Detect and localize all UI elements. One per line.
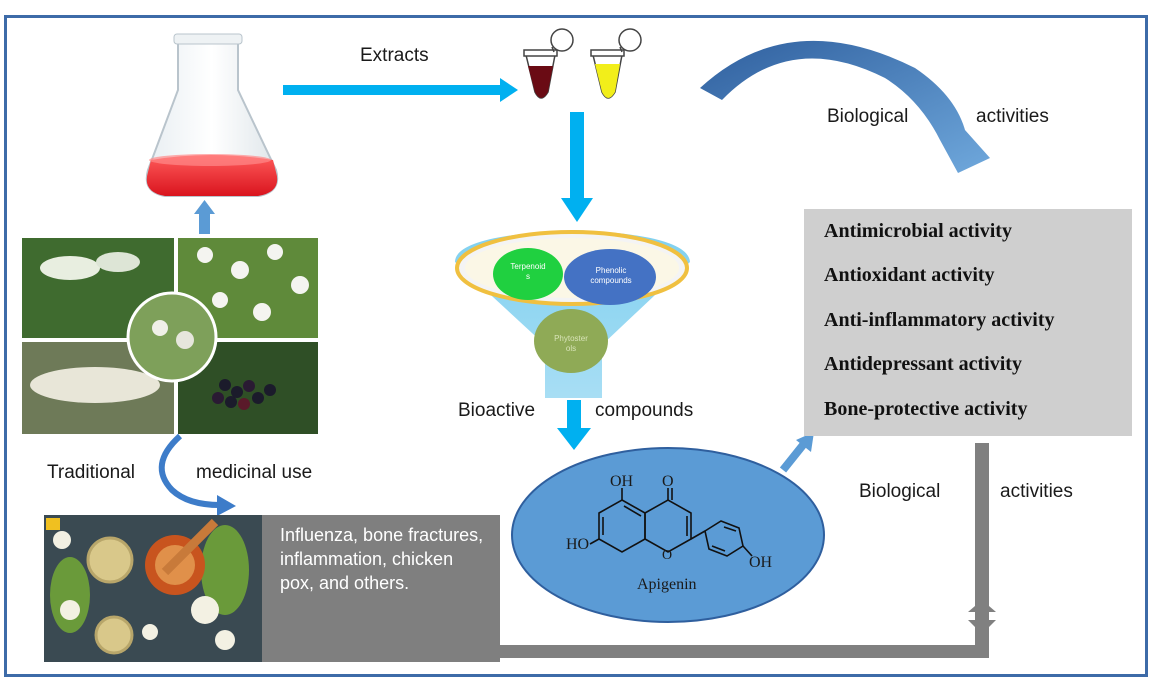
molecule-name: Apigenin — [637, 576, 697, 593]
molecule-o-top: O — [662, 473, 674, 490]
herbal-remedies-photo — [44, 515, 262, 662]
extracts-label: Extracts — [360, 45, 429, 66]
arrow-plants-to-flask — [194, 200, 215, 234]
arrow-apigenin-to-activities — [779, 432, 814, 473]
extract-tube-red-icon — [523, 28, 574, 99]
activity-antimicrobial: Antimicrobial activity — [824, 220, 1012, 242]
arrow-funnel-to-apigenin — [557, 400, 591, 450]
activities-label-right: activities — [1000, 481, 1073, 502]
curved-arrow-biological-activities — [700, 40, 990, 174]
funnel — [455, 230, 690, 398]
curved-arrow-traditional-use — [158, 433, 236, 516]
activity-bone-protective: Bone-protective activity — [824, 398, 1028, 420]
apigenin-ellipse — [511, 447, 825, 623]
activity-anti-inflammatory: Anti-inflammatory activity — [824, 309, 1055, 331]
arrow-extracts-to-funnel — [561, 112, 593, 222]
molecule-oh-right: OH — [749, 554, 773, 571]
gray-connector-arrows — [500, 443, 996, 658]
compounds-label: compounds — [595, 400, 694, 421]
traditional-uses-text: Influenza, bone fractures, inflammation,… — [280, 525, 484, 593]
activities-label-top: activities — [976, 106, 1049, 127]
molecule-ho-left: HO — [566, 536, 590, 553]
activity-antioxidant: Antioxidant activity — [824, 264, 995, 286]
biological-label-right: Biological — [859, 481, 941, 502]
molecule-o-ring: O — [662, 548, 673, 563]
traditional-uses-box: Influenza, bone fractures, inflammation,… — [262, 515, 500, 662]
flask-icon — [145, 33, 279, 197]
arrow-flask-to-extracts — [283, 78, 518, 102]
biological-label-top: Biological — [827, 106, 909, 127]
traditional-label: Traditional — [47, 462, 136, 483]
elderberry-plant-photos — [22, 238, 318, 434]
extract-tube-yellow-icon — [590, 28, 642, 99]
bioactive-label: Bioactive — [458, 400, 536, 421]
apigenin-structure — [589, 488, 753, 557]
activities-panel: Antimicrobial activity Antioxidant activ… — [804, 209, 1132, 436]
molecule-oh-top: OH — [610, 473, 634, 490]
activity-antidepressant: Antidepressant activity — [824, 353, 1022, 375]
diagram-frame — [4, 15, 1148, 677]
medicinal-use-label: medicinal use — [196, 462, 313, 483]
